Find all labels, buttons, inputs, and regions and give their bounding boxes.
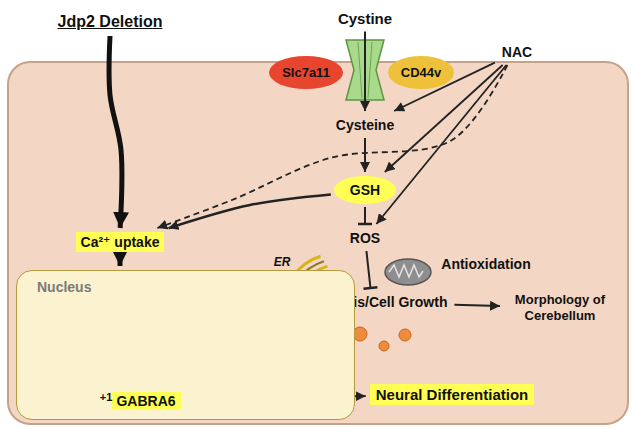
node-text: Ca²⁺ uptake	[81, 234, 160, 250]
nucleus-box: NucleusGABRA6	[16, 270, 355, 420]
position-label: +1	[100, 391, 113, 403]
mitochondria-symbol	[385, 259, 431, 285]
cell-body	[8, 62, 628, 424]
arrow-connector	[364, 32, 366, 112]
arrow-connector	[454, 305, 500, 306]
metabolite-ellipse: GSH	[334, 176, 396, 204]
node-text: Cystine	[338, 10, 392, 27]
node-text: Morphology of Cerebellum	[508, 292, 612, 323]
outcome-label: Morphology of Cerebellum	[504, 290, 616, 325]
arrow-connector	[364, 138, 366, 172]
node-text: NAC	[502, 44, 532, 60]
process-label: Antioxidation	[441, 256, 530, 272]
organelle-label: ER	[274, 255, 291, 269]
node-text: Jdp2 Deletion	[58, 13, 163, 31]
node-text: ROS	[350, 230, 380, 246]
node-text: Nucleus	[37, 279, 354, 295]
transporter-subunit: Slc7a11	[269, 56, 343, 89]
metabolite-label: ROS	[346, 228, 384, 248]
arrow-connector	[168, 194, 330, 228]
inhibition-line	[366, 251, 370, 288]
node-text: GSH	[350, 182, 380, 198]
highlight-box: Ca²⁺ uptake	[76, 232, 165, 252]
inhibition-line	[364, 207, 366, 224]
arrow-connector	[118, 255, 123, 266]
arrow-connector	[109, 36, 122, 228]
cause-label: Jdp2 Deletion	[54, 11, 167, 33]
metabolite-label: Cystine	[334, 8, 396, 29]
outcome-box: Neural Differentiation	[370, 384, 535, 405]
transporter-subunit: CD44v	[388, 56, 454, 89]
node-text: GABRA6	[116, 393, 175, 409]
node-text: Neural Differentiation	[376, 386, 529, 403]
drug-label: NAC	[498, 42, 536, 62]
arrow-connector	[157, 65, 507, 228]
gene-box: GABRA6	[111, 392, 180, 410]
node-text: CD44v	[401, 65, 441, 80]
node-text: Cysteine	[336, 117, 394, 133]
metabolite-label: Cysteine	[332, 115, 398, 135]
node-text: Slc7a11	[282, 65, 330, 80]
